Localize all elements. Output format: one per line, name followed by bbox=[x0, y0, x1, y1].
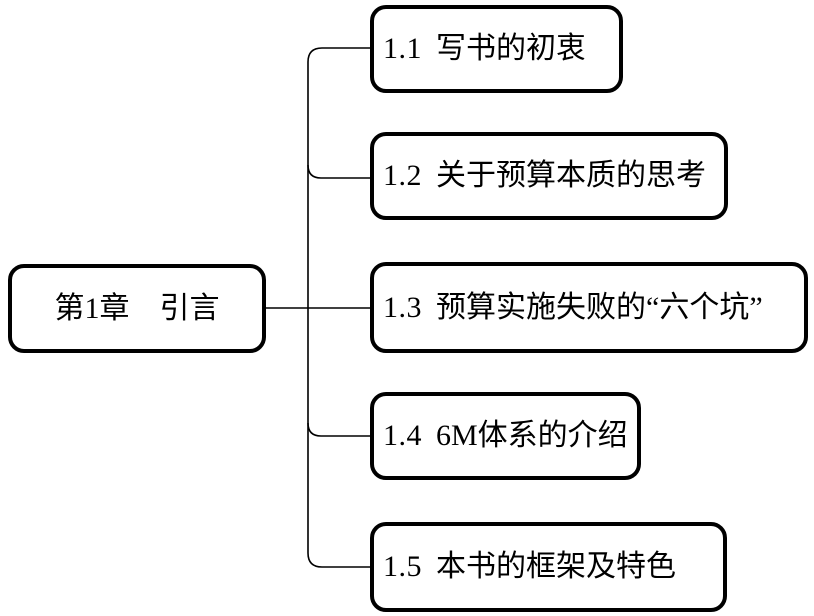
leaf-node-1-4: 1.4 6M体系的介绍 bbox=[370, 392, 641, 480]
connector-branch-2 bbox=[307, 164, 370, 179]
section-title: 关于预算本质的思考 bbox=[436, 159, 706, 192]
root-node-label: 第1章 引言 bbox=[54, 291, 220, 325]
section-title: 预算实施失败的“六个坑” bbox=[436, 290, 763, 324]
section-number: 1.5 bbox=[383, 550, 422, 583]
leaf-node-1-3: 1.3 预算实施失败的“六个坑” bbox=[370, 262, 808, 353]
leaf-node-1-2: 1.2 关于预算本质的思考 bbox=[370, 132, 728, 220]
section-number: 1.3 bbox=[383, 290, 422, 324]
connector-branch-4 bbox=[307, 422, 370, 437]
section-number: 1.2 bbox=[383, 159, 422, 192]
connector-trunk bbox=[307, 47, 370, 568]
section-number: 1.4 bbox=[383, 419, 422, 452]
section-title: 写书的初衷 bbox=[436, 32, 586, 65]
leaf-node-1-5: 1.5 本书的框架及特色 bbox=[370, 522, 727, 612]
section-number: 1.1 bbox=[383, 32, 422, 65]
section-title: 6M体系的介绍 bbox=[436, 419, 628, 452]
section-title: 本书的框架及特色 bbox=[436, 550, 676, 583]
leaf-node-1-1: 1.1 写书的初衷 bbox=[370, 5, 623, 93]
root-node-chapter-1: 第1章 引言 bbox=[8, 264, 266, 353]
